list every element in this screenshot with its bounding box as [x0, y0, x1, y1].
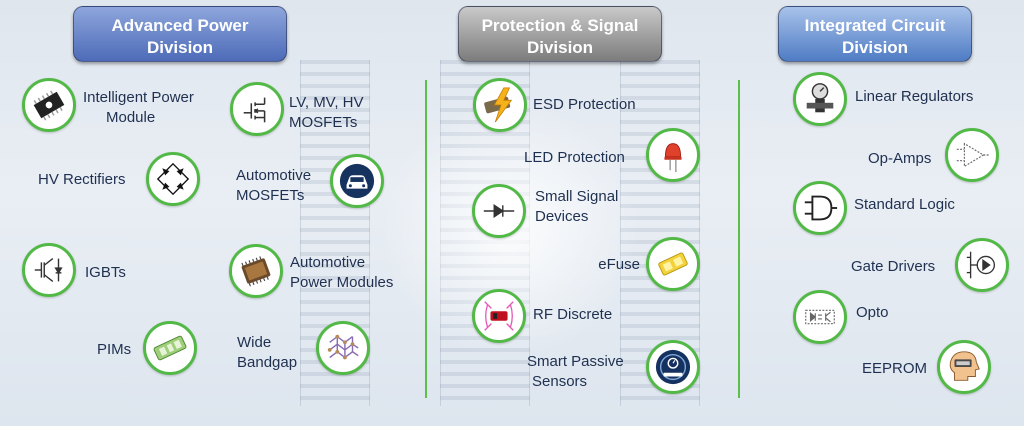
label-line: Wide [237, 334, 272, 351]
tire-sensor-icon [646, 340, 700, 394]
label-line: RF Discrete [533, 306, 613, 323]
column-divider [738, 80, 740, 398]
fuse-icon [646, 237, 700, 291]
ipm-chip-icon [22, 78, 76, 132]
smart-passive-sensors-label: Smart Passive Sensors [527, 352, 624, 392]
pims-label: PIMs [97, 340, 131, 360]
label-line: Opto [856, 304, 889, 321]
efuse-label: eFuse [586, 255, 640, 275]
igbts-label: IGBTs [85, 263, 126, 283]
advanced-power-division-header: Advanced Power Division [73, 6, 287, 62]
memory-head-icon [937, 340, 991, 394]
gate-driver-symbol-icon [955, 238, 1009, 292]
label-line: LV, MV, HV [289, 94, 364, 111]
op-amps-label: Op-Amps [868, 149, 931, 169]
pressure-regulator-icon [793, 72, 847, 126]
label-line: Power Modules [290, 274, 394, 291]
linear-regulators-label: Linear Regulators [855, 87, 973, 107]
label-line: Sensors [532, 373, 588, 390]
led-protection-label: LED Protection [524, 148, 625, 168]
rf-device-icon [472, 289, 526, 343]
automotive-mosfets-label: Automotive MOSFETs [236, 166, 311, 206]
label-line: HV Rectifiers [38, 171, 126, 188]
label-line: EEPROM [862, 360, 928, 377]
led-icon [646, 128, 700, 182]
hv-rectifiers-label: HV Rectifiers [38, 170, 126, 190]
igbt-symbol-icon [22, 243, 76, 297]
rectifier-bridge-icon [146, 152, 200, 206]
label-line: Smart Passive [527, 353, 624, 370]
wide-bandgap-label: Wide Bandgap [237, 333, 297, 373]
label-line: Bandgap [237, 354, 298, 371]
mosfets-label: LV, MV, HV MOSFETs [289, 93, 364, 133]
column-divider [425, 80, 427, 398]
lightning-bolt-icon [473, 78, 527, 132]
label-line: Module [106, 109, 156, 126]
and-gate-icon [793, 181, 847, 235]
diode-symbol-icon [472, 184, 526, 238]
header-line: Division [841, 38, 909, 57]
optocoupler-icon [793, 290, 847, 344]
integrated-circuit-division-header: Integrated Circuit Division [778, 6, 972, 62]
label-line: Automotive [290, 254, 366, 271]
label-line: MOSFETs [236, 187, 305, 204]
protection-signal-division-header: Protection & Signal Division [458, 6, 662, 62]
label-line: Linear Regulators [855, 88, 974, 105]
power-module-icon [229, 244, 283, 298]
esd-protection-label: ESD Protection [533, 95, 636, 115]
label-line: Gate Drivers [851, 258, 936, 275]
label-line: LED Protection [524, 149, 625, 166]
standard-logic-label: Standard Logic [854, 195, 955, 215]
label-line: Small Signal [535, 188, 619, 205]
eeprom-label: EEPROM [862, 359, 927, 379]
label-line: Standard Logic [854, 196, 955, 213]
label-line: MOSFETs [289, 114, 358, 131]
label-line: IGBTs [85, 264, 126, 281]
small-signal-devices-label: Small Signal Devices [535, 187, 618, 227]
label-line: Op-Amps [868, 150, 932, 167]
opto-label: Opto [856, 303, 889, 323]
header-line: Protection & Signal [481, 16, 639, 35]
rf-discrete-label: RF Discrete [533, 305, 612, 325]
mosfet-symbol-icon [230, 82, 284, 136]
gate-drivers-label: Gate Drivers [851, 257, 935, 277]
label-line: Intelligent Power [83, 89, 194, 106]
crystal-lattice-icon [316, 321, 370, 375]
header-line: Division [526, 38, 594, 57]
label-line: Automotive [236, 167, 312, 184]
header-line: Advanced Power [111, 16, 249, 35]
ipm-label: Intelligent Power Module [83, 88, 194, 128]
label-line: PIMs [97, 341, 132, 358]
op-amp-symbol-icon [945, 128, 999, 182]
car-icon [330, 154, 384, 208]
label-line: Devices [535, 208, 589, 225]
header-line: Division [146, 38, 214, 57]
pim-module-icon [143, 321, 197, 375]
label-line: eFuse [598, 256, 640, 273]
label-line: ESD Protection [533, 96, 636, 113]
header-line: Integrated Circuit [804, 16, 946, 35]
automotive-power-modules-label: Automotive Power Modules [290, 253, 393, 293]
